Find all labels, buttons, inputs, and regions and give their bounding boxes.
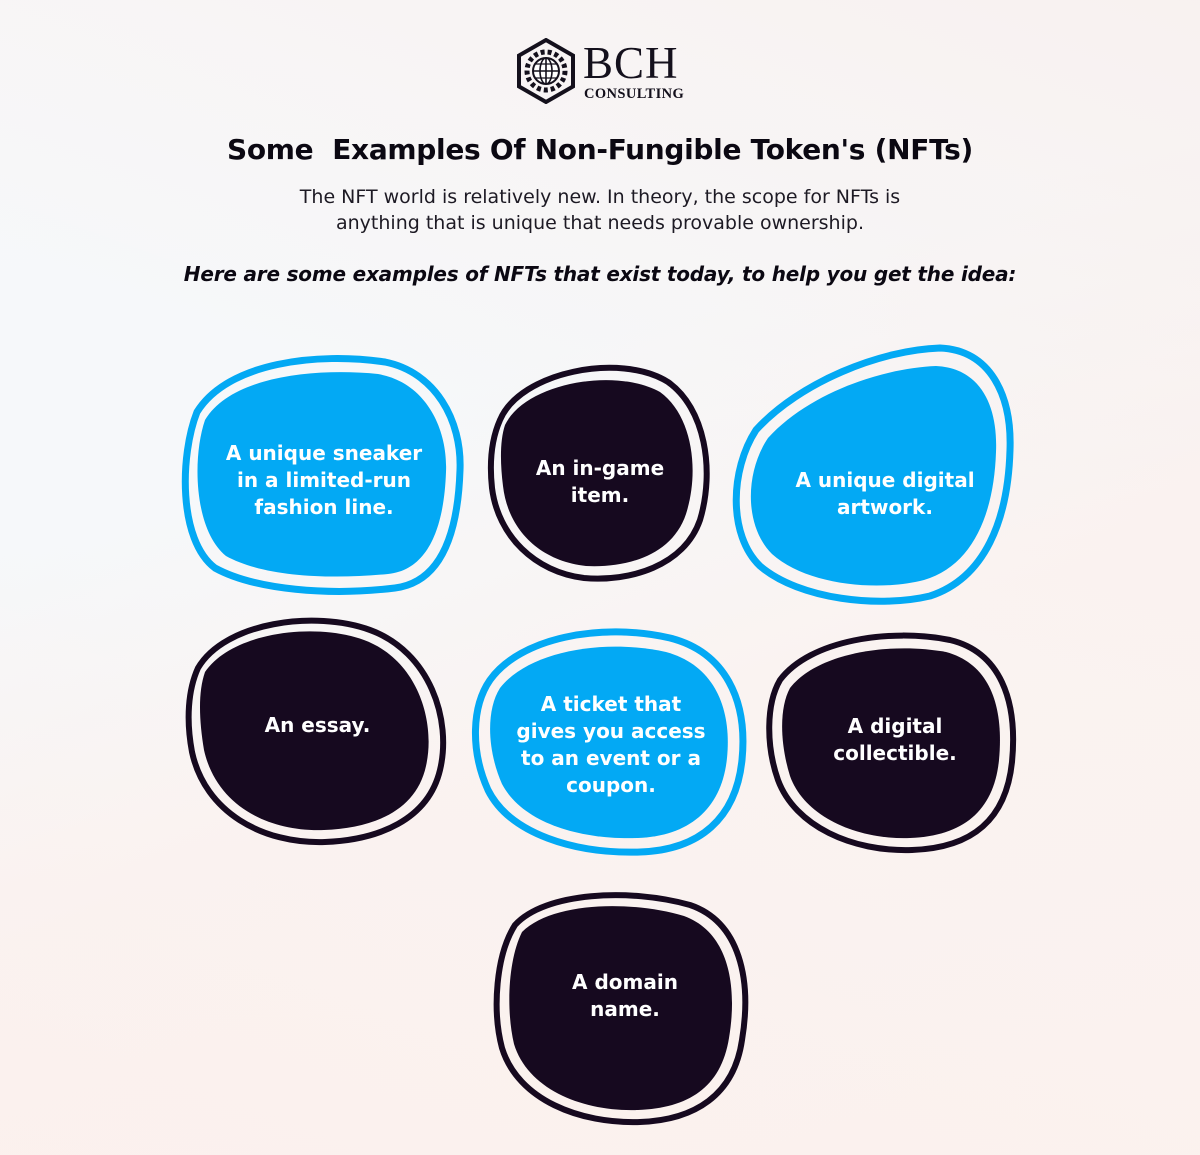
label-line: gives you access [516, 719, 706, 743]
label-line: name. [590, 997, 660, 1021]
label-line: artwork. [837, 495, 933, 519]
blob-in-game-item [487, 364, 710, 582]
example-label-essay: An essay. [210, 712, 425, 739]
intro-text: The NFT world is relatively new. In theo… [250, 184, 950, 236]
label-line: fashion line. [254, 495, 394, 519]
blob-digital-collectible [766, 632, 1017, 854]
blob-essay [185, 617, 447, 846]
label-line: item. [570, 483, 630, 507]
intro-line: The NFT world is relatively new. In theo… [299, 186, 901, 208]
label-line: A unique sneaker [225, 441, 423, 465]
label-line: A ticket that [540, 692, 682, 716]
example-label-digital-artwork: A unique digital artwork. [775, 467, 995, 521]
blob-ticket [471, 628, 747, 856]
label-line: to an event or a [521, 746, 701, 770]
blob-domain-name [493, 892, 749, 1126]
brand-subtitle: CONSULTING [584, 86, 685, 102]
page-title: Some Examples Of Non-Fungible Token's (N… [226, 133, 974, 166]
lead-text: Here are some examples of NFTs that exis… [183, 262, 1017, 286]
example-label-domain-name: A domain name. [520, 969, 730, 1023]
globe-gear-hexagon-icon [517, 38, 575, 104]
blob-digital-artwork [732, 344, 1014, 605]
example-label-in-game-item: An in-game item. [500, 455, 700, 509]
label-line: in a limited-run [236, 468, 411, 492]
brand-name: BCH [583, 38, 679, 88]
example-label-ticket: A ticket that gives you access to an eve… [497, 691, 725, 799]
brand-logo: BCH CONSULTING [513, 38, 693, 106]
example-label-sneaker: A unique sneaker in a limited-run fashio… [214, 440, 434, 521]
label-line: coupon. [566, 773, 656, 797]
blob-sneaker [181, 355, 464, 595]
label-line: collectible. [833, 741, 957, 765]
label-line: A domain [572, 970, 678, 994]
label-line: A digital [847, 714, 943, 738]
label-line: An essay. [264, 713, 371, 737]
intro-line: anything that is unique that needs prova… [336, 212, 864, 234]
label-line: A unique digital [795, 468, 975, 492]
example-label-digital-collectible: A digital collectible. [790, 713, 1000, 767]
label-line: An in-game [535, 456, 665, 480]
